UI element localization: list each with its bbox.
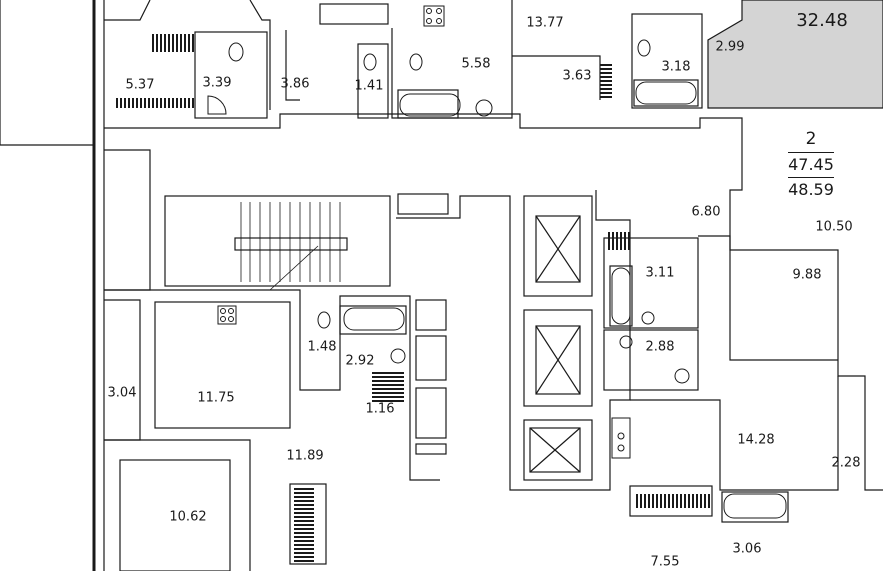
room-area-label: 14.28: [737, 432, 775, 448]
room-area-label: 6.80: [691, 204, 721, 220]
room-area-label: 2.28: [831, 455, 861, 471]
room-area-label: 11.89: [286, 448, 324, 464]
apartment-total-area: 48.59: [788, 180, 834, 199]
highlighted-apartment-label: 32.48: [796, 8, 848, 30]
room-area-label: 7.55: [650, 554, 680, 570]
elevator-shaft-1: [523, 195, 593, 297]
elevator-shaft-2: [523, 309, 593, 407]
room-area-label: 10.50: [815, 219, 853, 235]
room-area-label: 5.37: [125, 77, 155, 93]
room-area-label: 13.77: [526, 15, 564, 31]
kitchen-cooktops: [217, 5, 631, 459]
sanitary-fixtures: [207, 39, 787, 519]
room-area-label: 3.86: [280, 76, 310, 92]
apartment-2-label: 2 47.45 48.59: [788, 131, 834, 198]
room-area-label: 2.92: [345, 353, 375, 369]
room-area-label: 3.39: [202, 75, 232, 91]
room-area-label: 3.04: [107, 385, 137, 401]
highlighted-apartment[interactable]: [707, 0, 883, 109]
room-area-label: 5.58: [461, 56, 491, 72]
room-area-label: 2.99: [715, 39, 745, 55]
room-area-label: 1.16: [365, 401, 395, 417]
apartment-number: 2: [805, 129, 817, 149]
room-area-label: 3.11: [645, 265, 675, 281]
room-area-label: 1.48: [307, 339, 337, 355]
room-area-label: 3.18: [661, 59, 691, 75]
room-area-label: 11.75: [197, 390, 235, 406]
room-area-label: 10.62: [169, 509, 207, 525]
wardrobe-hatching: [114, 34, 710, 562]
room-area-label: 3.63: [562, 68, 592, 84]
room-area-label: 3.06: [732, 541, 762, 557]
room-area-label: 9.88: [792, 267, 822, 283]
apartment-living-area: 47.45: [788, 155, 834, 174]
highlighted-apartment-total-area: 32.48: [796, 10, 848, 31]
elevator-shaft-3: [523, 419, 593, 481]
room-area-label: 1.41: [354, 78, 384, 94]
room-area-label: 2.88: [645, 339, 675, 355]
